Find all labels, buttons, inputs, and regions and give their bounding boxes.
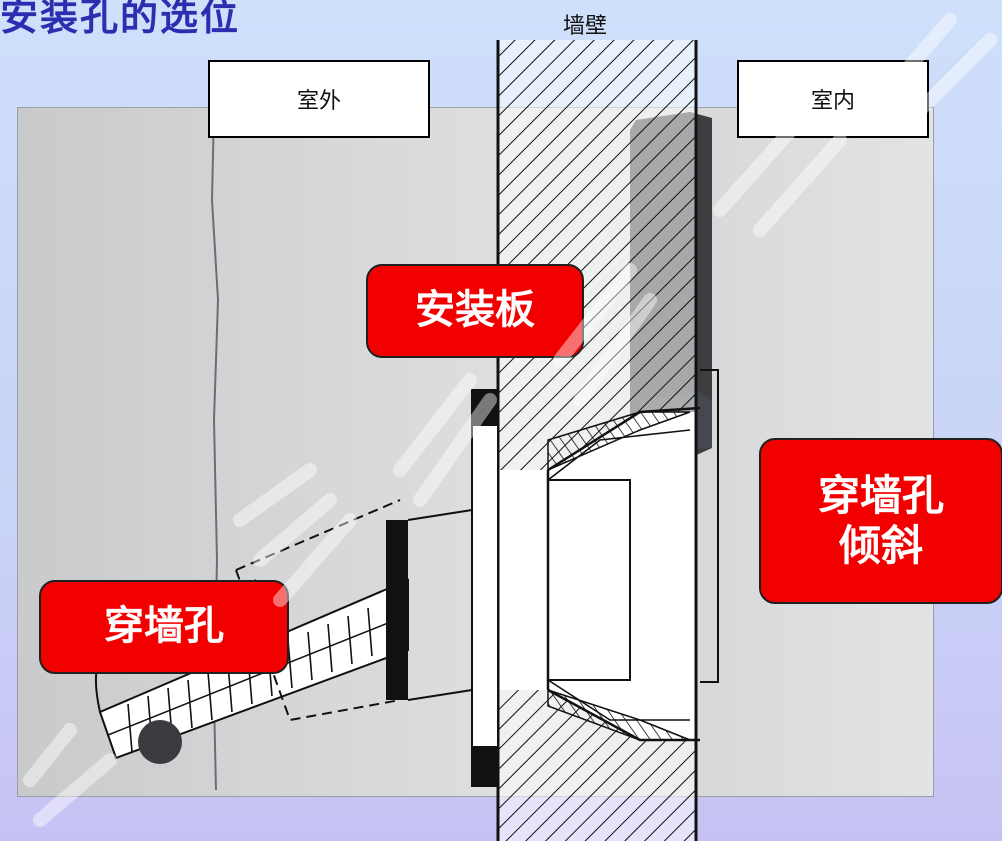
wall-label: 墙壁 xyxy=(563,14,608,39)
wall-hatch-icon xyxy=(496,40,701,841)
callout-wall-hole-text: 穿墙孔 xyxy=(104,603,224,650)
callout-mounting-plate: 安装板 xyxy=(366,264,584,358)
indoor-cover-line xyxy=(700,369,719,683)
callout-mounting-plate-text: 安装板 xyxy=(415,287,535,334)
callout-tilted-line2: 倾斜 xyxy=(838,521,923,570)
callout-tilted-hole: 穿墙孔 倾斜 xyxy=(759,438,1002,604)
callout-tilted-line1: 穿墙孔 xyxy=(817,471,944,521)
pipe-end-shadow xyxy=(138,720,182,764)
outdoor-label-text: 室外 xyxy=(296,89,341,114)
indoor-label-text: 室内 xyxy=(810,89,855,114)
indoor-label: 室内 xyxy=(737,60,929,138)
callout-wall-hole: 穿墙孔 xyxy=(39,580,289,674)
slide-title: 安装孔的选位 xyxy=(0,0,241,39)
outer-flange xyxy=(471,389,499,787)
outdoor-label: 室外 xyxy=(208,60,430,138)
